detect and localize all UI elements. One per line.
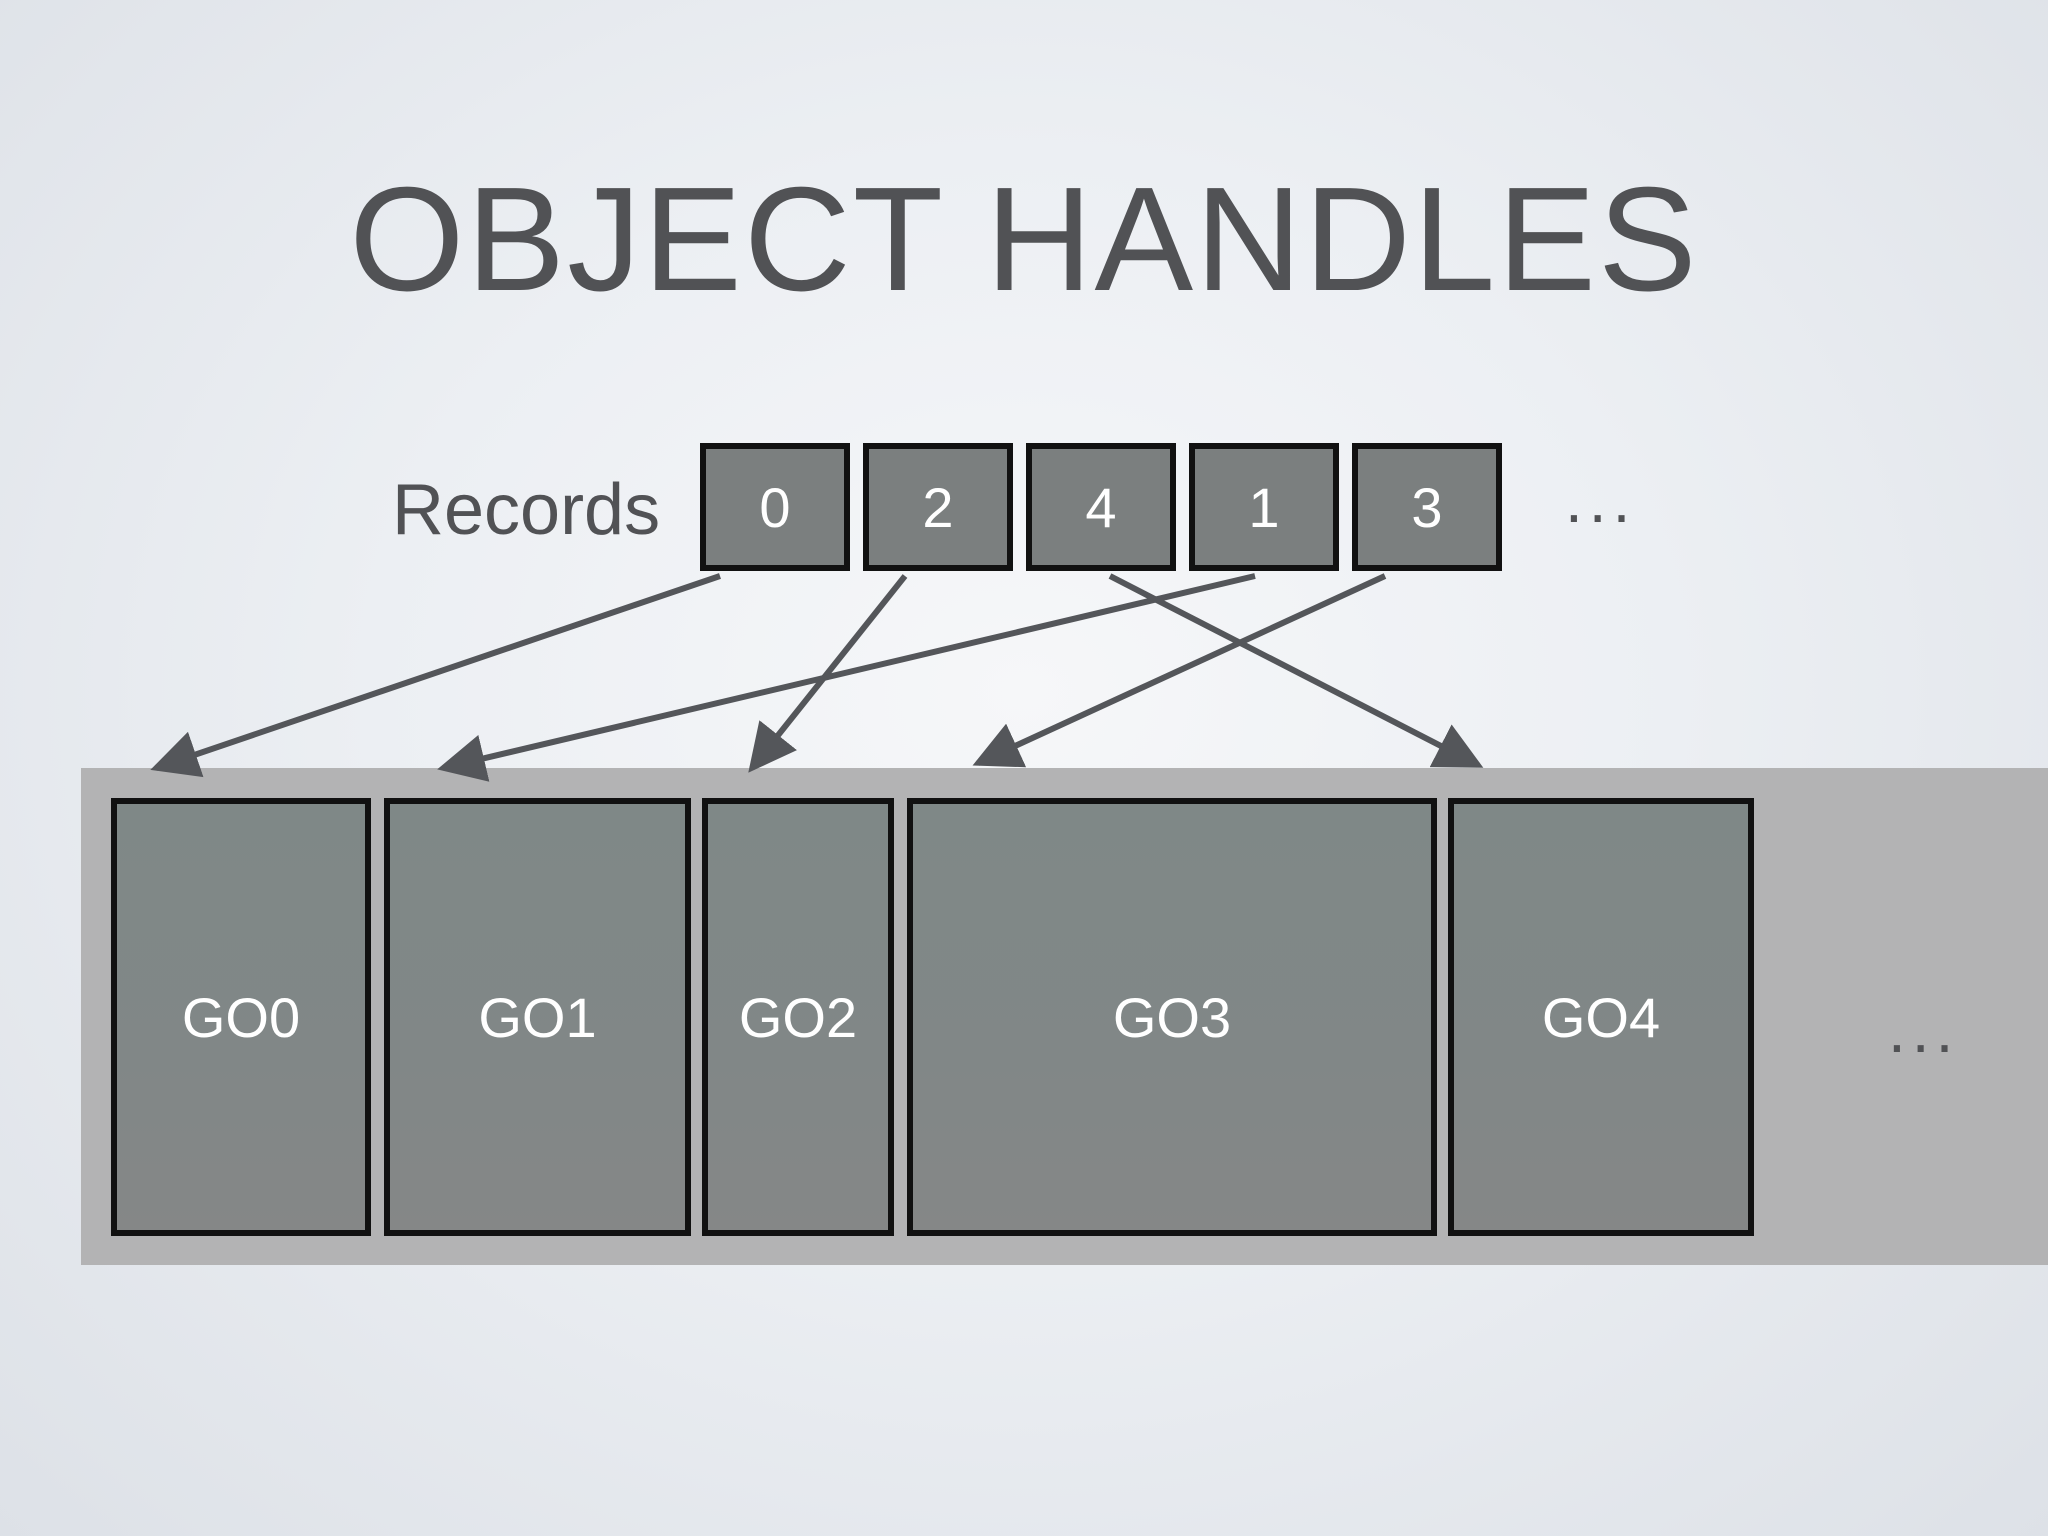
go-block-go3: GO3 — [907, 798, 1437, 1236]
record-cell: 2 — [863, 443, 1013, 571]
record-cell: 0 — [700, 443, 850, 571]
records-label: Records — [392, 470, 661, 550]
slide-title: OBJECT HANDLES — [349, 157, 1699, 322]
go-ellipsis: ... — [1888, 994, 1960, 1066]
arrow-record0-to-go0 — [150, 573, 721, 778]
arrow-record3-to-go3 — [972, 573, 1387, 768]
arrow-record1-to-go1 — [437, 573, 1256, 782]
go-block-go2: GO2 — [702, 798, 894, 1236]
arrow-record4-to-go4 — [1108, 573, 1484, 768]
go-block-go4: GO4 — [1448, 798, 1754, 1236]
arrow-record2-to-go2 — [748, 574, 908, 773]
go-block-go0: GO0 — [111, 798, 371, 1236]
record-cell: 1 — [1189, 443, 1339, 571]
go-block-go1: GO1 — [384, 798, 691, 1236]
records-ellipsis: ... — [1565, 464, 1637, 536]
record-cell: 4 — [1026, 443, 1176, 571]
record-cell: 3 — [1352, 443, 1502, 571]
